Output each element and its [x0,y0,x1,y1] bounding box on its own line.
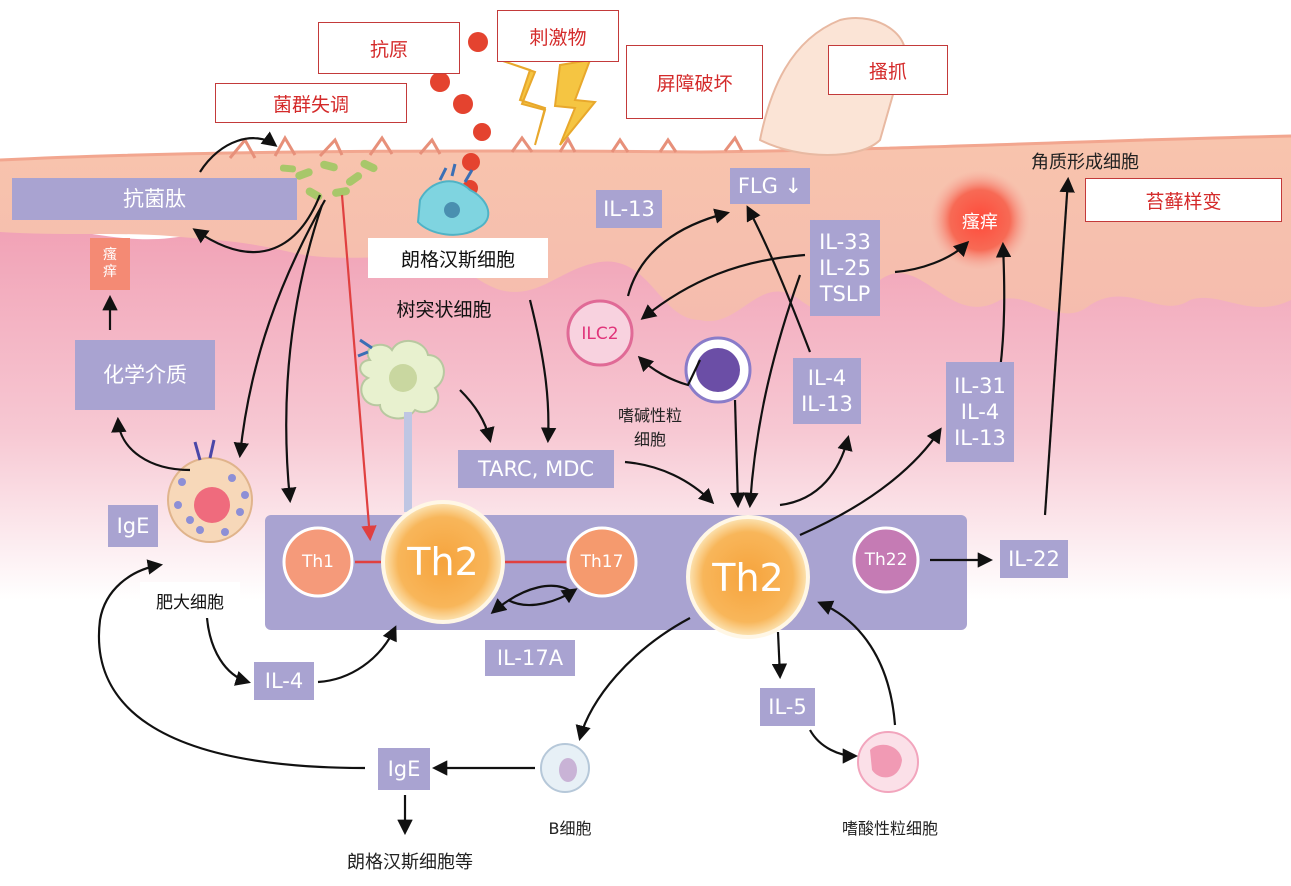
dendritic-cell-graphic [357,338,445,512]
il31-il4-il13-box: IL-31 IL-4 IL-13 [946,362,1014,462]
th17-label: Th17 [580,552,624,572]
il4b-label: IL-4 [960,399,1000,424]
flg-box: FLG ↓ [730,168,810,204]
skin-cracks [228,134,744,159]
antimicrobial-peptide-box: 抗菌肽 [12,178,297,220]
skin-surface-line [0,134,1291,162]
dendritic-label-box: 树突状细胞 [396,298,492,321]
ilc2-label: ILC2 [581,324,619,344]
tarc-mdc-box: TARC, MDC [458,450,614,488]
itch-big-label: 瘙痒 [962,212,998,233]
mast-cell-label-box: 肥大细胞 [140,582,240,618]
th2-left-label: Th2 [407,540,479,584]
il4-bottom-box: IL-4 [254,662,314,700]
th22-label: Th22 [864,550,908,570]
il17a-box: IL-17A [485,640,575,676]
keratinocyte-label: 角质形成细胞 [1031,152,1139,173]
chemical-mediators-box: 化学介质 [75,340,215,410]
lichenification-box: 苔藓样变 [1085,178,1282,222]
il5-box: IL-5 [760,688,815,726]
pathway-arrows [97,131,1075,836]
langerhans-etc-label: 朗格汉斯细胞等 [347,852,473,873]
b-cell-label: B细胞 [548,819,592,838]
ige-bottom-box: IgE [378,748,430,790]
th2-left-cell [381,500,505,624]
scratch-box: 搔抓 [828,45,948,95]
ilc2-cell [566,299,634,367]
eosinophil-graphic [857,731,919,793]
il33-il25-tslp-box: IL-33 IL-25 TSLP [810,220,880,316]
il31-label: IL-31 [954,373,1006,398]
red-arrow [340,194,377,542]
irritant-bolt-1 [499,59,547,146]
barrier-damage-box: 屏障破坏 [626,45,763,119]
th2-right-label: Th2 [712,556,784,600]
langerhans-cell-graphic [416,163,490,236]
th1-cell [282,526,354,598]
eosinophil-label: 嗜酸性粒细胞 [841,819,938,838]
il4-label: IL-4 [807,365,847,390]
tslp-label: TSLP [819,282,871,307]
itch-small-box: 瘙 痒 [90,238,130,290]
dermis-layer [0,227,1291,600]
basophil-graphic [684,336,752,404]
th1-label: Th1 [302,552,334,572]
itch-small-label: 瘙 痒 [103,246,117,281]
il33-label: IL-33 [819,229,871,254]
b-cell-graphic [540,743,590,793]
il13b-label: IL-13 [954,426,1006,451]
il22-box: IL-22 [1000,540,1068,578]
il13-label: IL-13 [801,392,853,416]
th22-cell [852,526,920,594]
th2-right-cell [686,515,810,639]
mast-cell-graphic [167,439,253,543]
th17-cell [566,526,638,598]
il4-il13-box: IL-4 IL-13 [793,358,861,424]
ige-left-box: IgE [108,505,158,547]
langerhans-label-box: 朗格汉斯细胞 [368,238,548,278]
basophil-label: 嗜碱性粒 细胞 [617,406,682,449]
il13-top-box: IL-13 [596,190,662,228]
antigen-box: 抗原 [318,22,460,74]
irritant-box: 刺激物 [497,10,619,62]
dysbiosis-box: 菌群失调 [215,83,407,123]
irritant-bolt-2 [553,58,597,146]
il25-label: IL-25 [819,255,871,280]
